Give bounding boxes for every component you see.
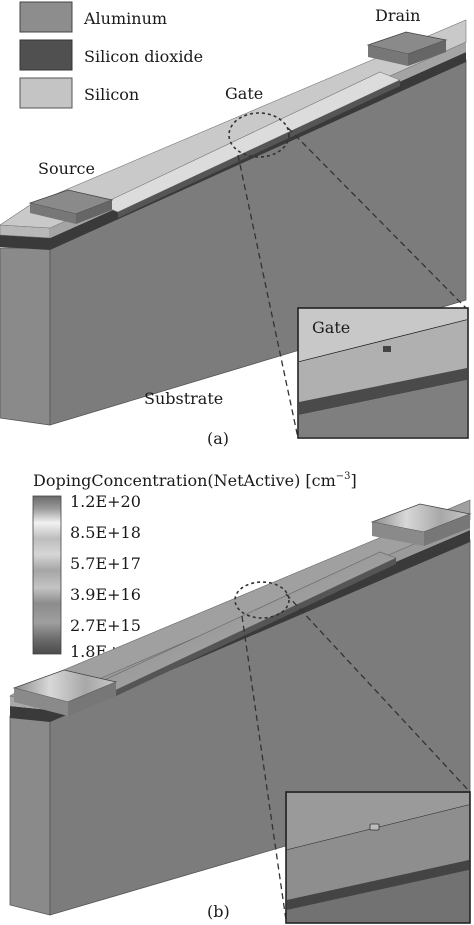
- source-pad-front: [76, 200, 112, 224]
- substrate-label: Substrate: [144, 389, 223, 408]
- panel-b: DopingConcentration(NetActive) [cm−3] 1.…: [9, 471, 472, 924]
- inset-b-gate-dot: [369, 823, 380, 831]
- inset-a-oxide-band: [299, 368, 467, 415]
- device-3d-a: [0, 19, 467, 439]
- substrate-front-face: [0, 247, 51, 426]
- b-substrate-front-face: [9, 715, 51, 916]
- legend-swatch-aluminum: [19, 1, 73, 33]
- drain-label: Drain: [375, 6, 420, 25]
- b-gate-highlight-ellipse: [234, 581, 290, 619]
- colorbar-title-text: DopingConcentration(NetActive) [cm: [33, 471, 336, 490]
- b-zoom-line-right: [285, 593, 471, 793]
- source-pad-left: [30, 203, 76, 224]
- b-zoom-line-left: [241, 615, 287, 921]
- caption-b: (b): [207, 902, 230, 921]
- colorbar-tick-0: 1.2E+20: [70, 492, 141, 511]
- colorbar-unit-exponent: −3: [336, 471, 351, 482]
- nanowire-side: [118, 80, 400, 218]
- inset-a-top-surface: [299, 309, 467, 362]
- gate-highlight-ellipse: [228, 112, 290, 158]
- inset-a-gate-label: Gate: [312, 318, 350, 337]
- gate-zoom-inset-a: Gate: [297, 307, 469, 439]
- drain-pad-left: [368, 45, 408, 66]
- zoom-line-right: [287, 127, 467, 309]
- panel-a: Aluminum Silicon dioxide Silicon: [0, 1, 469, 448]
- material-legend: Aluminum Silicon dioxide Silicon: [19, 1, 203, 109]
- inset-b-substrate-band: [287, 870, 469, 922]
- source-label: Source: [38, 159, 95, 178]
- colorbar-tick-4: 2.7E+15: [70, 616, 141, 635]
- b-drain-pad-left: [372, 522, 424, 546]
- inset-a-silicon-band: [299, 320, 467, 402]
- legend-label-silicon: Silicon: [84, 85, 139, 104]
- legend-swatch-silicon-dioxide: [19, 39, 73, 71]
- colorbar-tick-3: 3.9E+16: [70, 585, 141, 604]
- colorbar: [32, 495, 62, 655]
- inset-a-substrate-band: [299, 380, 467, 437]
- b-source-pad-left: [14, 688, 68, 716]
- b-nanowire-side: [116, 558, 396, 696]
- inset-b-top-surface: [287, 793, 469, 850]
- colorbar-title: DopingConcentration(NetActive) [cm−3]: [33, 471, 357, 490]
- colorbar-tick-2: 5.7E+17: [70, 554, 141, 573]
- zoom-line-left: [237, 154, 299, 439]
- colorbar-tick-1: 8.5E+18: [70, 523, 141, 542]
- inset-b-oxide-band: [287, 860, 469, 910]
- legend-label-silicon-dioxide: Silicon dioxide: [84, 47, 203, 66]
- colorbar-unit-close: ]: [351, 471, 357, 490]
- gate-label: Gate: [225, 84, 263, 103]
- legend-label-aluminum: Aluminum: [83, 9, 167, 28]
- b-drain-pad-front: [424, 514, 470, 546]
- caption-a: (a): [207, 429, 229, 448]
- b-oxide-layer-front: [10, 706, 50, 722]
- gate-zoom-inset-b: [285, 791, 471, 924]
- inset-a-gate-dot: [383, 346, 391, 352]
- drain-pad-front: [408, 40, 446, 66]
- b-source-pad-front: [68, 682, 116, 716]
- device-top-surface: [0, 19, 467, 229]
- legend-swatch-silicon: [19, 77, 73, 109]
- inset-b-silicon-band: [287, 805, 469, 900]
- oxide-layer-front: [0, 235, 50, 250]
